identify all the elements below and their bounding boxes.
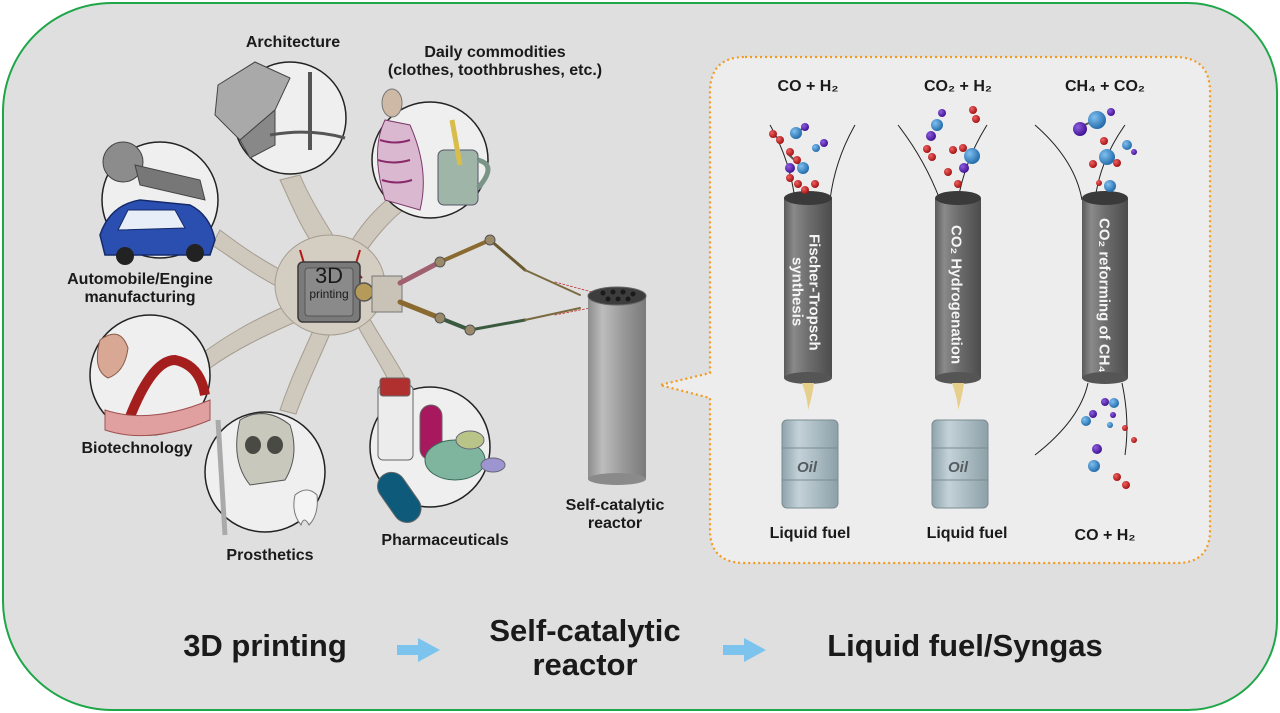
flow-step-liquid-fuel-syngas: Liquid fuel/Syngas [827,628,1103,663]
label-automobile-line1: Automobile/Engine [67,271,213,288]
hub-label-3d: 3D [314,263,344,288]
process-reactor-2 [897,124,988,410]
label-prosthetics: Prosthetics [226,547,314,564]
label-architecture: Architecture [245,34,341,51]
self-catalytic-reactor [587,286,647,485]
process-reactor-3 [1034,124,1128,456]
oil-drum-1 [781,419,839,509]
app-circle-automobile [99,141,219,265]
label-self-catalytic-reactor: Self-catalytic reactor [540,497,690,534]
process-reactor-1 [769,124,856,410]
process-1-output: Liquid fuel [769,525,851,542]
flow-step-self-catalytic-reactor: Self-catalytic reactor [460,613,710,683]
process-3-reactor-text: CO₂ reforming of CH₄ [1095,218,1113,373]
process-1-reactor-line1: Fischer-Tropsch [805,233,823,351]
label-daily-commodities: Daily commodities (clothes, toothbrushes… [355,44,635,81]
label-automobile: Automobile/Engine manufacturing [50,271,230,308]
app-circle-daily-commodities [371,88,491,219]
molecules [769,106,1137,489]
process-1-reactor-text: Fischer-Tropsch synthesis [788,212,823,372]
flow-step2-line1: Self-catalytic [489,613,681,648]
label-pharmaceuticals: Pharmaceuticals [381,532,509,549]
process-3-output: CO + H₂ [1074,527,1136,544]
flow-arrow-1 [397,638,440,662]
process-1-input: CO + H₂ [777,78,839,95]
oil-drum-2-label: Oil [948,459,969,476]
oil-drum-1-label: Oil [797,459,818,476]
flow-step-3d-printing: 3D printing [183,628,347,663]
app-circle-prosthetics [204,411,326,536]
process-2-input: CO₂ + H₂ [923,78,992,95]
flow-step2-line2: reactor [532,647,638,683]
label-reactor-line1: Self-catalytic [565,497,665,514]
label-daily-line1: Daily commodities [424,44,566,61]
label-reactor-line2: reactor [587,515,643,533]
process-2-reactor-text: CO₂ Hydrogenation [947,225,965,365]
label-daily-line2: (clothes, toothbrushes, etc.) [387,62,603,80]
flow-arrow-2 [723,638,766,662]
process-1-reactor-line2: synthesis [788,257,806,327]
app-circle-biotechnology [89,314,211,437]
process-2-output: Liquid fuel [926,525,1008,542]
process-3-input: CH₄ + CO₂ [1064,78,1146,95]
hub-label-printing: printing [309,287,349,301]
app-circle-pharmaceuticals [369,377,506,523]
label-biotechnology: Biotechnology [81,440,193,457]
app-circle-architecture [214,61,347,175]
oil-drum-2 [931,419,989,509]
hub-label: 3D printing [306,263,352,302]
label-automobile-line2: manufacturing [84,289,196,307]
printer-hub [297,261,403,323]
